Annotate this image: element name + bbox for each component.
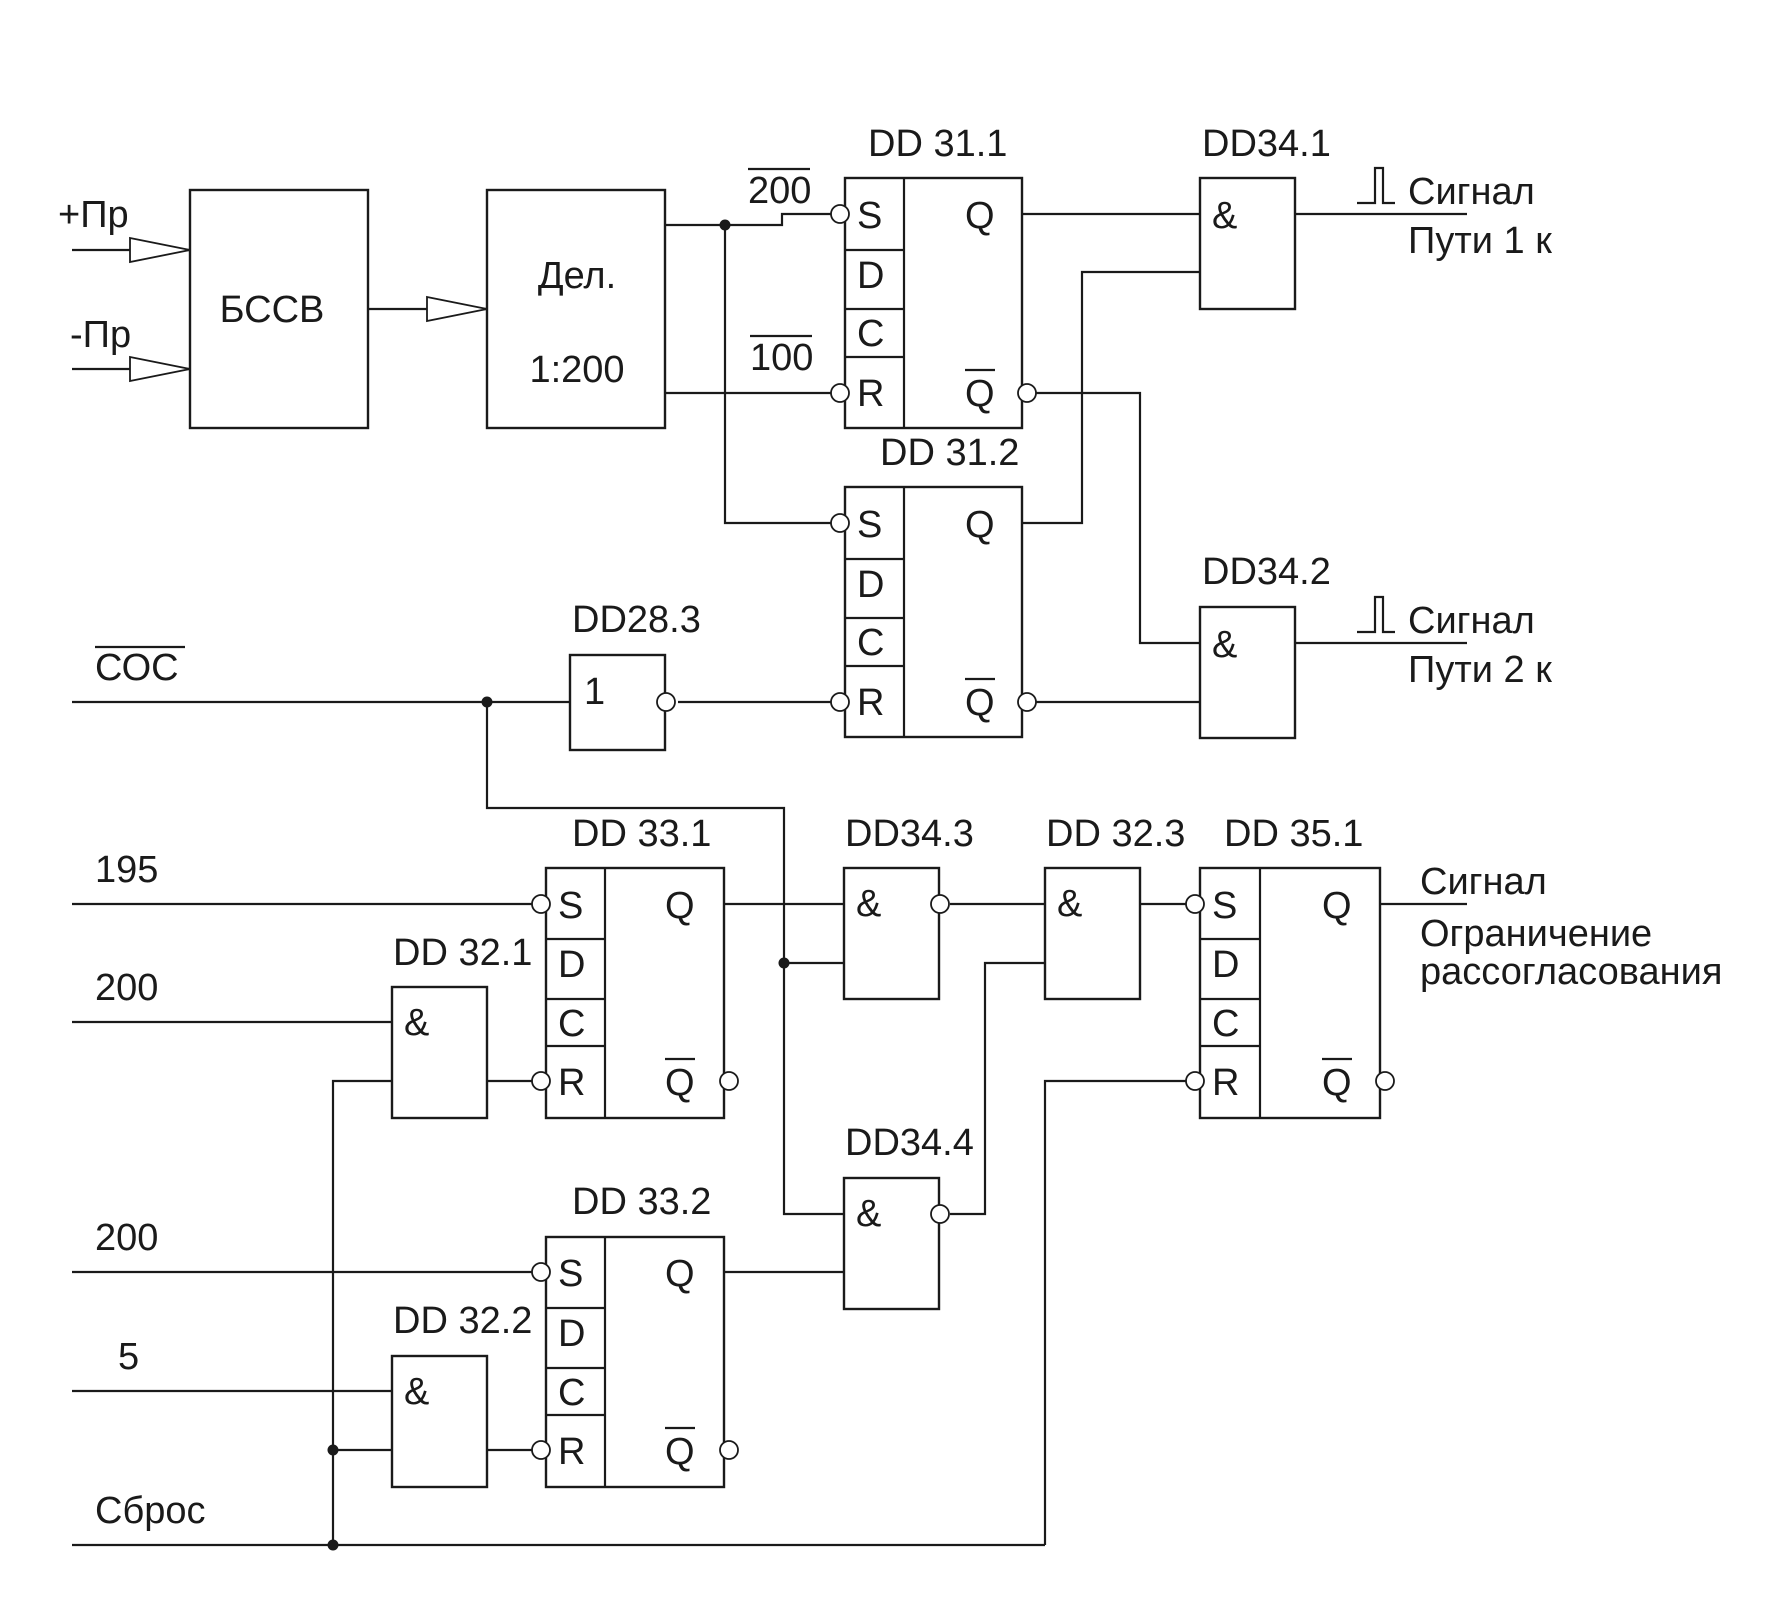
- input-label-minus-pr: -Пр: [70, 314, 131, 356]
- and-symbol: &: [1057, 883, 1082, 925]
- and-symbol: &: [856, 1193, 881, 1235]
- and-symbol: &: [404, 1371, 429, 1413]
- pulse-icon: [1357, 595, 1395, 634]
- pin-q-inverted: Q: [1322, 1062, 1352, 1104]
- pin-c: C: [857, 622, 884, 664]
- input-arrows: [129, 236, 488, 383]
- input-label-coc: СОС: [95, 647, 179, 689]
- output-signal-1-line2: Пути 1 к: [1408, 220, 1552, 262]
- flipflop-dd33-2: S D C R Q Q: [531, 1235, 739, 1489]
- divider-label-2: 1:200: [529, 349, 624, 391]
- pin-s: S: [857, 195, 882, 237]
- and-gate-dd34-3: &: [842, 866, 950, 1001]
- div-output-200-label: 200: [748, 170, 811, 212]
- pulse-icon: [1357, 166, 1395, 205]
- chip-label-dd31-1: DD 31.1: [868, 123, 1007, 165]
- div-output-100-label: 100: [750, 337, 813, 379]
- and-gate-dd34-4: &: [842, 1176, 950, 1311]
- chip-label-dd34-1: DD34.1: [1202, 123, 1331, 165]
- signal-labels: +Пр -Пр 200 100 СОС 195 200 200 5 Сброс: [58, 167, 813, 1532]
- pin-d: D: [558, 944, 585, 986]
- chip-label-dd34-3: DD34.3: [845, 813, 974, 855]
- pin-q: Q: [665, 1253, 695, 1295]
- output-signal-3-line3: рассогласования: [1420, 951, 1722, 993]
- pin-q: Q: [665, 885, 695, 927]
- pin-q: Q: [1322, 885, 1352, 927]
- pin-r: R: [857, 682, 884, 724]
- and-gate-dd32-3: &: [1043, 866, 1142, 1001]
- pin-c: C: [857, 313, 884, 355]
- output-signal-1-line1: Сигнал: [1408, 171, 1535, 213]
- chip-label-dd28-3: DD28.3: [572, 599, 701, 641]
- pin-c: C: [558, 1372, 585, 1414]
- input-label-200-b: 200: [95, 1217, 158, 1259]
- chip-label-dd33-2: DD 33.2: [572, 1181, 711, 1223]
- pin-r: R: [558, 1431, 585, 1473]
- divider-block: Дел. 1:200: [485, 188, 667, 430]
- output-labels: Сигнал Пути 1 к Сигнал Пути 2 к Сигнал О…: [1357, 166, 1722, 993]
- chip-labels: DD 31.1 DD 31.2 DD34.1 DD34.2 DD28.3 DD …: [393, 123, 1363, 1342]
- pin-d: D: [857, 255, 884, 297]
- arrow-icon: [426, 295, 488, 323]
- flipflop-dd31-1: S D C R Q Q: [830, 176, 1037, 430]
- junctions: [327, 219, 790, 1551]
- output-signal-3-line2: Ограничение: [1420, 913, 1652, 955]
- input-label-200-a: 200: [95, 967, 158, 1009]
- pin-s: S: [558, 885, 583, 927]
- pin-r: R: [558, 1062, 585, 1104]
- flipflop-dd35-1: S D C R Q Q: [1185, 866, 1395, 1120]
- and-gate-dd34-1: &: [1198, 176, 1297, 311]
- or-symbol: 1: [584, 671, 605, 713]
- pin-q-inverted: Q: [665, 1062, 695, 1104]
- input-label-plus-pr: +Пр: [58, 194, 129, 236]
- pin-q-inverted: Q: [665, 1431, 695, 1473]
- pin-s: S: [1212, 885, 1237, 927]
- input-label-reset: Сброс: [95, 1490, 205, 1532]
- and-symbol: &: [856, 883, 881, 925]
- pin-c: C: [558, 1003, 585, 1045]
- gate-dd28-3: 1: [568, 653, 676, 752]
- chip-label-dd32-3: DD 32.3: [1046, 813, 1185, 855]
- arrow-icon: [129, 355, 191, 383]
- and-gate-dd34-2: &: [1198, 605, 1297, 740]
- pin-q: Q: [965, 195, 995, 237]
- pin-q: Q: [965, 504, 995, 546]
- pin-q-inverted: Q: [965, 373, 995, 415]
- pin-r: R: [857, 373, 884, 415]
- and-symbol: &: [1212, 195, 1237, 237]
- chip-label-dd35-1: DD 35.1: [1224, 813, 1363, 855]
- chip-label-dd33-1: DD 33.1: [572, 813, 711, 855]
- chip-label-dd32-1: DD 32.1: [393, 932, 532, 974]
- bssv-block: БССВ: [188, 188, 370, 430]
- output-signal-2-line1: Сигнал: [1408, 600, 1535, 642]
- pin-d: D: [1212, 944, 1239, 986]
- pin-s: S: [857, 504, 882, 546]
- chip-label-dd31-2: DD 31.2: [880, 432, 1019, 474]
- input-label-5: 5: [118, 1336, 139, 1378]
- output-signal-3-line1: Сигнал: [1420, 861, 1547, 903]
- and-gate-dd32-1: &: [390, 985, 489, 1120]
- chip-label-dd32-2: DD 32.2: [393, 1300, 532, 1342]
- flipflop-dd33-1: S D C R Q Q: [531, 866, 739, 1120]
- flipflop-dd31-2: S D C R Q Q: [830, 485, 1037, 739]
- and-symbol: &: [1212, 624, 1237, 666]
- and-gate-dd32-2: &: [390, 1354, 489, 1489]
- pin-s: S: [558, 1253, 583, 1295]
- bssv-label: БССВ: [220, 289, 325, 331]
- input-label-195: 195: [95, 849, 158, 891]
- pin-r: R: [1212, 1062, 1239, 1104]
- divider-label-1: Дел.: [538, 255, 616, 297]
- pin-q-inverted: Q: [965, 682, 995, 724]
- pin-c: C: [1212, 1003, 1239, 1045]
- arrow-icon: [129, 236, 191, 264]
- output-signal-2-line2: Пути 2 к: [1408, 649, 1552, 691]
- chip-label-dd34-2: DD34.2: [1202, 551, 1331, 593]
- chip-label-dd34-4: DD34.4: [845, 1122, 974, 1164]
- pin-d: D: [857, 564, 884, 606]
- pin-d: D: [558, 1313, 585, 1355]
- and-symbol: &: [404, 1002, 429, 1044]
